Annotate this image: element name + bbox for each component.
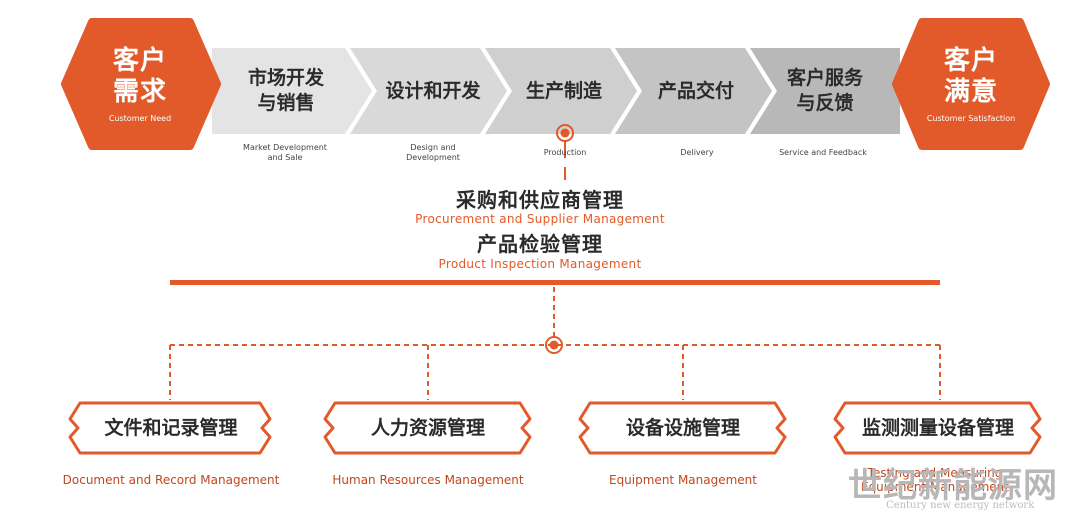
customer-need-label: 客户 需求 Customer Need (80, 46, 200, 124)
step-2-zh-line1: 设计和开发 (385, 80, 481, 102)
step-2-en-line2: Development (406, 153, 460, 162)
procurement-subtitle: Procurement and Supplier Management (415, 212, 665, 226)
step-1-zh-line2: 与销售 (257, 92, 315, 114)
support-box-4-frame (833, 401, 1042, 455)
production-target-dot (560, 128, 570, 138)
process-arrow-4 (615, 48, 772, 134)
step-5-zh-line2: 与反馈 (796, 92, 854, 114)
step-5-zh-line1: 客户服务 (786, 67, 863, 89)
step-2-subtitle: Design and Development (373, 143, 493, 163)
step-1-en-line2: and Sale (267, 153, 303, 162)
step-4-subtitle: Delivery (637, 148, 757, 158)
support-box-3-subtitle: Equipment Management (608, 473, 757, 487)
step-1-label: 市场开发 与销售 (222, 66, 350, 116)
step-2-label: 设计和开发 (368, 79, 498, 104)
step-3-subtitle: Production (505, 148, 625, 158)
inspection-subtitle: Product Inspection Management (438, 257, 642, 271)
main-divider-bar (170, 280, 940, 285)
customer-need-subtitle: Customer Need (108, 114, 172, 123)
process-arrow-2 (350, 48, 507, 134)
process-arrow-3 (485, 48, 637, 134)
support-box-1-subtitle: Document and Record Management (62, 473, 280, 487)
step-3-zh-line1: 生产制造 (525, 80, 602, 102)
step-3-label: 生产制造 (502, 79, 626, 104)
step-1-subtitle: Market Development and Sale (220, 143, 350, 163)
process-arrow-1 (212, 48, 372, 134)
watermark-logo-text: 世纪新能源网 (848, 466, 1058, 506)
customer-satisfaction-title-1: 客户 (943, 46, 998, 76)
step-5-label: 客户服务 与反馈 (762, 66, 888, 116)
watermark-subtitle: Century new energy network (886, 500, 1035, 511)
step-1-en-line1: Market Development (243, 143, 327, 152)
customer-satisfaction-label: 客户 满意 Customer Satisfaction (906, 46, 1036, 124)
support-box-2-frame (323, 401, 532, 455)
support-box-1-label: 文件和记录管理 (104, 417, 238, 439)
step-2-en-line1: Design and (410, 143, 456, 152)
customer-need-title-1: 客户 (112, 46, 167, 76)
step-5-en-line1: Service and Feedback (779, 148, 867, 157)
step-4-zh-line1: 产品交付 (657, 80, 734, 102)
customer-satisfaction-subtitle: Customer Satisfaction (926, 114, 1016, 123)
step-4-en-line1: Delivery (680, 148, 714, 157)
support-box-3-label: 设备设施管理 (625, 417, 740, 439)
customer-need-hexagon (61, 18, 221, 150)
support-box-1-frame (68, 401, 272, 455)
customer-satisfaction-title-2: 满意 (943, 77, 998, 107)
step-1-zh-line1: 市场开发 (247, 67, 324, 89)
procurement-title: 采购和供应商管理 (456, 188, 624, 212)
support-box-3-frame (578, 401, 787, 455)
support-box-2-subtitle: Human Resources Management (332, 473, 524, 487)
inspection-title: 产品检验管理 (477, 232, 603, 256)
support-box-2-label: 人力资源管理 (370, 417, 485, 439)
step-4-label: 产品交付 (634, 79, 758, 104)
junction-target-dot (549, 340, 559, 350)
customer-satisfaction-hexagon (892, 18, 1050, 150)
support-box-4-subtitle: Testing and Measuring Equipment Manageme… (860, 466, 1009, 494)
support-box-4-label: 监测测量设备管理 (861, 417, 1014, 439)
customer-need-title-2: 需求 (112, 77, 167, 107)
process-arrow-5 (750, 48, 900, 134)
step-5-subtitle: Service and Feedback (758, 148, 888, 158)
step-3-en-line1: Production (543, 148, 587, 157)
